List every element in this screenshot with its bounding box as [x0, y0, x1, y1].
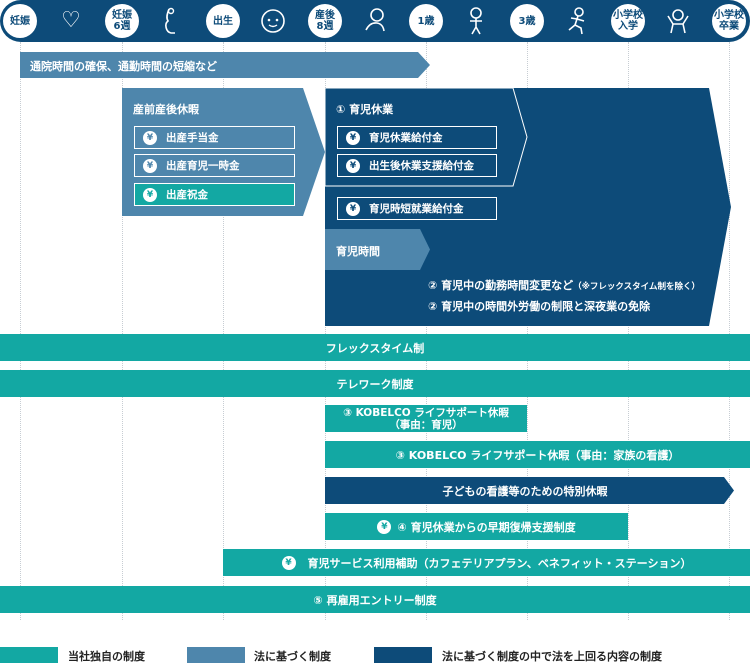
- yen-icon: ¥: [346, 158, 360, 173]
- yen-icon: ¥: [281, 555, 296, 570]
- guide-line: [729, 42, 730, 620]
- yen-icon: ¥: [377, 519, 392, 534]
- milestone-elementary-graduation: 小学校卒業: [712, 4, 746, 38]
- milestone-elementary-entry: 小学校入学: [611, 4, 645, 38]
- baby-face-icon: [256, 6, 290, 36]
- childcare-time-arrow: [325, 229, 430, 270]
- legend-company-system: 当社独自の制度: [68, 650, 145, 663]
- item-label: 出生後休業支援給付金: [369, 160, 474, 172]
- maternity-leave-title: 産前産後休暇: [133, 103, 199, 116]
- milestone-birth: 出生: [206, 4, 240, 38]
- early-return-bar: ¥ ④ 育児休業からの早期復帰支援制度: [325, 513, 628, 540]
- childcare-leave-title: ① 育児休業: [336, 103, 394, 116]
- guide-line: [223, 42, 224, 620]
- guide-line: [122, 42, 123, 620]
- item-label: 育児休業給付金: [369, 132, 443, 144]
- post-birth-leave-benefit: ¥ 出生後休業支援給付金: [337, 154, 497, 177]
- milestone-3-years: 3歳: [510, 4, 544, 38]
- item-label: 出産育児一時金: [166, 160, 240, 172]
- childcare-service-subsidy-bar: ¥ 育児サービス利用補助（カフェテリアプラン、ベネフィット・ステーション）: [223, 549, 750, 576]
- childcare-leave-block: [325, 88, 731, 326]
- overtime-limit-note: ② 育児中の時間外労働の制限と深夜業の免除: [428, 300, 651, 313]
- childbirth-allowance: ¥ 出産手当金: [134, 126, 295, 149]
- legend-swatch-legal: [187, 647, 245, 663]
- rehire-entry-bar: ⑤ 再雇用エントリー制度: [0, 586, 750, 613]
- standing-toddler-icon: [459, 6, 493, 36]
- special-leave-label: 子どもの看護等のための特別休暇: [442, 484, 608, 498]
- legend-above-legal-system: 法に基づく制度の中で法を上回る内容の制度: [442, 650, 662, 663]
- crawling-baby-icon: [358, 6, 392, 36]
- guide-line: [426, 42, 427, 620]
- note-main: ② 育児中の勤務時間変更など: [428, 279, 574, 292]
- childbirth-lump-sum: ¥ 出産育児一時金: [134, 154, 295, 177]
- item-label: 出産祝金: [166, 189, 208, 201]
- yen-icon: ¥: [143, 130, 157, 145]
- childcare-time-label: 育児時間: [336, 245, 380, 258]
- short-time-work-benefit: ¥ 育児時短就業給付金: [337, 197, 497, 220]
- legend-legal-system: 法に基づく制度: [254, 650, 331, 663]
- guide-line: [325, 42, 326, 620]
- pregnant-belly-icon: [155, 6, 189, 36]
- guide-line: [527, 42, 528, 620]
- kobelco-childcare-leave-bar: ③ KOBELCO ライフサポート休暇 （事由：育児）: [325, 405, 527, 432]
- kobelco-family-care-leave-bar: ③ KOBELCO ライフサポート休暇（事由：家族の看護）: [325, 441, 750, 468]
- waving-child-icon: [661, 6, 695, 36]
- milestone-pregnancy: 妊娠: [3, 4, 37, 38]
- guide-line: [20, 42, 21, 620]
- bar-line-2: （事由：育児）: [389, 418, 463, 431]
- work-hours-change-note: ② 育児中の勤務時間変更など（※フレックスタイム制を除く）: [428, 277, 700, 293]
- running-child-icon: [560, 6, 594, 36]
- item-label: 出産手当金: [166, 132, 219, 144]
- special-leave-arrow: [325, 477, 734, 504]
- commute-label: 通院時間の確保、通勤時間の短縮など: [30, 60, 217, 73]
- item-label: 育児時短就業給付金: [369, 203, 464, 215]
- sparkle-heart-icon: ♡: [61, 8, 81, 33]
- childbirth-gift: ¥ 出産祝金: [134, 183, 295, 206]
- note-sub: （※フレックスタイム制を除く）: [573, 282, 700, 292]
- childcare-leave-benefit: ¥ 育児休業給付金: [337, 126, 497, 149]
- telework-bar: テレワーク制度: [0, 370, 750, 397]
- yen-icon: ¥: [143, 187, 157, 202]
- bar-line-1: ③ KOBELCO ライフサポート休暇: [343, 406, 509, 419]
- yen-icon: ¥: [346, 130, 360, 145]
- commute-arrow: [20, 52, 430, 78]
- guide-line: [628, 42, 629, 620]
- yen-icon: ¥: [143, 158, 157, 173]
- bar-label: ④ 育児休業からの早期復帰支援制度: [397, 520, 576, 534]
- legend-swatch-above-legal: [374, 647, 432, 663]
- legend-swatch-company: [0, 647, 58, 663]
- milestone-1-year: 1歳: [409, 4, 443, 38]
- flextime-bar: フレックスタイム制: [0, 334, 750, 361]
- bar-label: 育児サービス利用補助（カフェテリアプラン、ベネフィット・ステーション）: [307, 556, 692, 570]
- yen-icon: ¥: [346, 201, 360, 216]
